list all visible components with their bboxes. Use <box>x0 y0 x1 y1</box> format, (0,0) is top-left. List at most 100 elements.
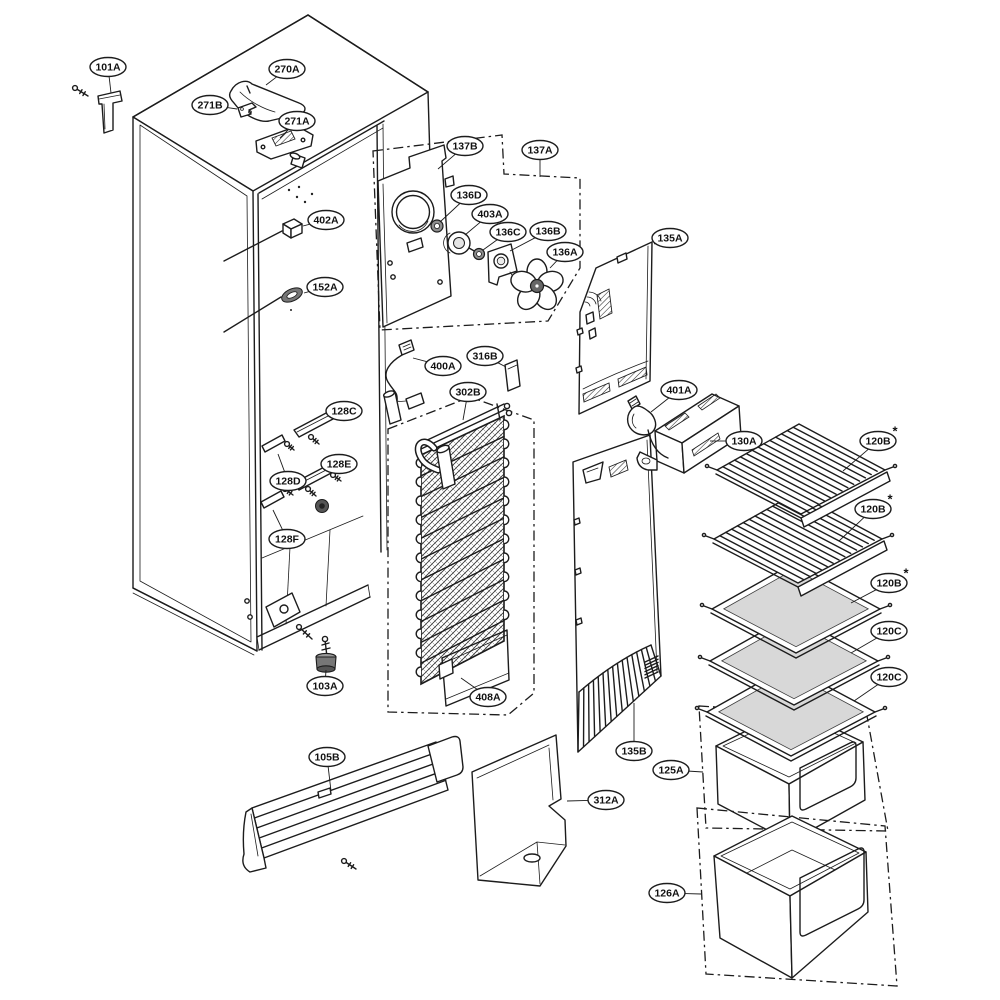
label-ellipse <box>269 470 307 492</box>
label-text: 400A <box>430 361 456 373</box>
part-label-402a: 402A <box>302 209 345 231</box>
label-ellipse <box>521 139 559 161</box>
label-text: 120B <box>876 578 902 590</box>
label-text: 136D <box>456 190 482 202</box>
part-label-103a: 103A <box>306 669 344 697</box>
wire-harness-400a <box>382 339 425 425</box>
part-label-135b: 135B <box>615 703 653 762</box>
label-text: 128D <box>275 476 301 488</box>
label-ellipse <box>268 58 306 80</box>
part-label-128d: 128D <box>269 453 307 492</box>
leader-line <box>853 684 879 702</box>
part-label-130a: 130A <box>710 430 763 452</box>
fan-motor-403a <box>443 231 477 255</box>
part-label-403a: 403A <box>464 203 509 236</box>
label-text: 125A <box>658 765 684 777</box>
part-label-401a: 401A <box>650 379 698 413</box>
label-ellipse <box>278 110 316 132</box>
label-text: 135A <box>657 233 683 245</box>
label-text: 128F <box>275 534 300 546</box>
label-ellipse <box>449 381 487 403</box>
label-ellipse <box>651 227 689 249</box>
part-label-400a: 400A <box>412 355 462 377</box>
label-text: 408A <box>475 692 501 704</box>
leader-line <box>227 107 238 110</box>
pointer-line-152a <box>223 296 282 333</box>
fan-blade-136a <box>510 258 564 311</box>
cabinet <box>132 14 431 656</box>
label-text: 270A <box>274 64 300 76</box>
part-label-135a: 135A <box>651 227 689 249</box>
part-label-136b: 136B <box>509 220 567 252</box>
label-text: 401A <box>666 385 692 397</box>
leader-line <box>303 291 310 294</box>
dashed-boundary-126a <box>696 807 898 987</box>
leader-line <box>650 397 670 413</box>
label-text: 136B <box>535 226 561 238</box>
label-ellipse <box>725 430 763 452</box>
part-label-136a: 136A <box>546 241 584 269</box>
label-text: 137A <box>527 145 553 157</box>
thermistor-316b <box>504 359 521 392</box>
grommet-136c <box>472 247 486 261</box>
leader-line <box>439 202 461 223</box>
label-text: 135B <box>621 746 647 758</box>
hinge-cover-101a <box>97 90 123 134</box>
part-label-101a: 101A <box>89 56 127 94</box>
leader-line <box>688 770 704 773</box>
part-label-120b: 120B* <box>838 492 893 542</box>
leader-line <box>549 260 558 269</box>
asterisk: * <box>903 566 909 581</box>
label-ellipse <box>529 220 567 242</box>
label-text: 152A <box>312 282 338 294</box>
shelf-stack <box>694 423 898 762</box>
leader-line <box>327 766 332 792</box>
leader-line <box>412 357 428 363</box>
label-text: 302B <box>455 387 481 399</box>
leader-line <box>460 677 478 690</box>
part-label-126a: 126A <box>648 882 702 904</box>
leader-line <box>497 362 507 368</box>
rail-128c <box>293 411 334 438</box>
coil-detail <box>415 419 510 678</box>
label-text: 316B <box>472 351 498 363</box>
glass-shelf <box>699 562 893 659</box>
asterisk: * <box>892 424 898 439</box>
leader-line <box>509 237 536 252</box>
label-ellipse <box>89 56 127 78</box>
leader-line <box>842 448 869 472</box>
leader-line <box>838 516 865 542</box>
label-text: 120C <box>876 672 902 684</box>
label-ellipse <box>854 498 892 520</box>
label-text: 103A <box>312 681 338 693</box>
part-label-270a: 270A <box>265 58 306 86</box>
label-text: 130A <box>731 436 757 448</box>
label-text: 136C <box>495 227 521 239</box>
label-text: 271B <box>197 100 223 112</box>
part-label-105b: 105B <box>308 746 346 792</box>
vent-grille-hatch <box>577 644 662 753</box>
label-text: 128E <box>327 459 352 471</box>
label-ellipse <box>424 355 462 377</box>
leader-line <box>462 401 467 421</box>
cabinet-top-dots <box>287 185 314 204</box>
leader-line <box>265 76 278 86</box>
part-label-128c: 128C <box>325 400 363 422</box>
pointer-line-402a <box>223 230 283 262</box>
part-label-120c: 120C <box>853 666 908 702</box>
motor-bracket-136b <box>487 243 518 286</box>
asterisk: * <box>887 492 893 507</box>
label-ellipse <box>870 620 908 642</box>
leader-line <box>464 221 481 236</box>
label-text: 120C <box>876 626 902 638</box>
label-ellipse <box>660 379 698 401</box>
part-label-271a: 271A <box>278 110 316 139</box>
label-text: 105B <box>314 752 340 764</box>
accumulator-tube <box>414 438 456 490</box>
part-label-302b: 302B <box>449 381 487 421</box>
grille-panel-135b <box>572 434 662 753</box>
rail-128d <box>261 434 286 453</box>
leader-line <box>482 239 498 251</box>
